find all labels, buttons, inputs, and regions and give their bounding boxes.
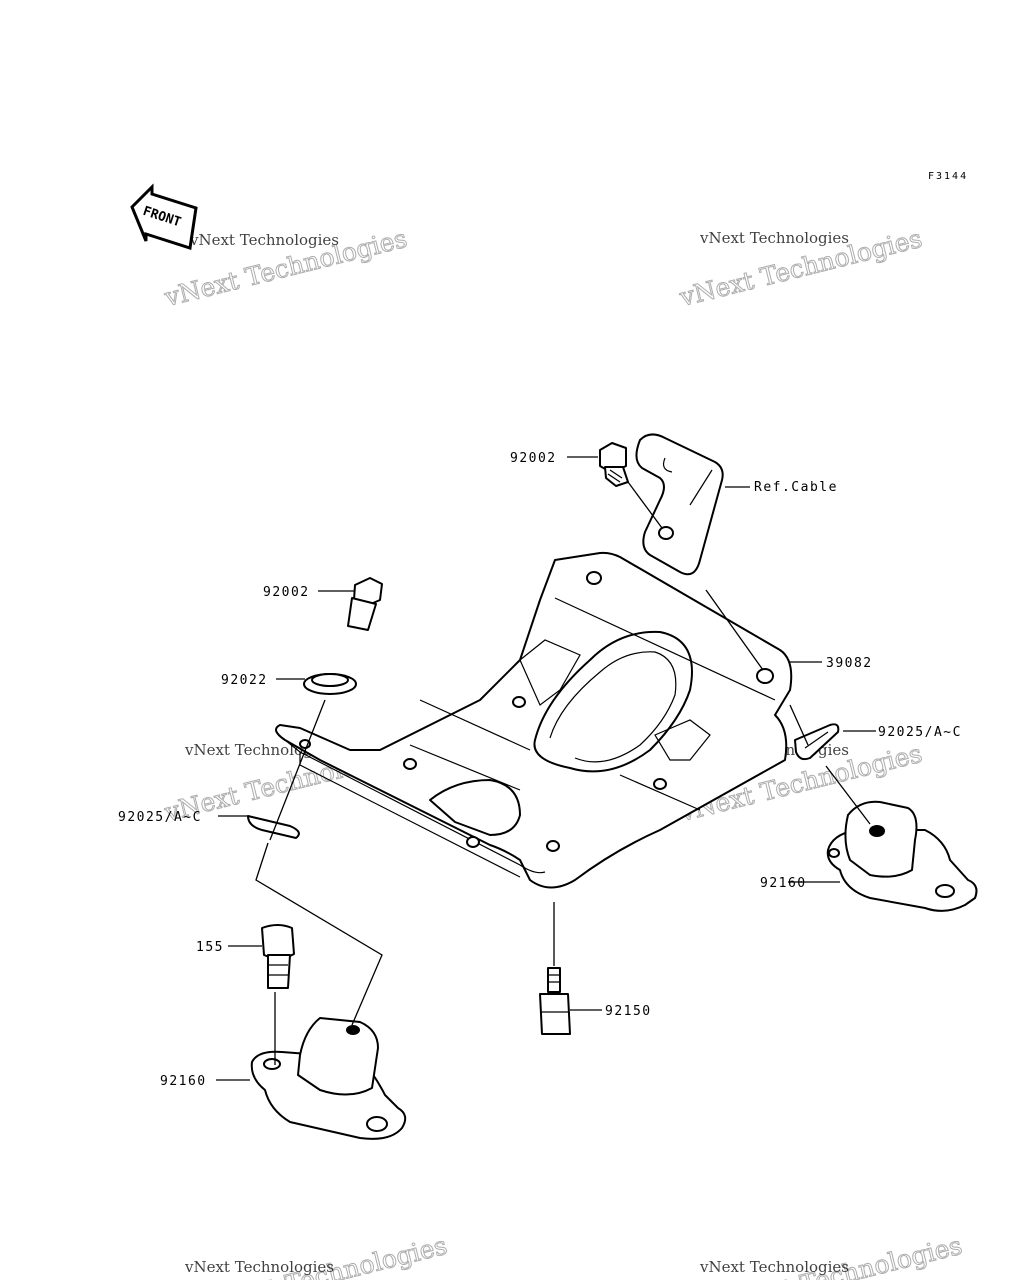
figure-code: F3144 bbox=[928, 171, 968, 182]
watermark-bottom-left: vNext Technologies vNext Technologies bbox=[184, 1230, 450, 1280]
cable-bracket bbox=[635, 433, 724, 576]
label-92150: 92150 bbox=[605, 1004, 652, 1019]
label-155: 155 bbox=[196, 940, 224, 955]
front-arrow-icon: FRONT bbox=[130, 183, 198, 250]
svg-text:vNext Technologies: vNext Technologies bbox=[189, 231, 339, 249]
mount-92160-right bbox=[826, 800, 978, 912]
watermark-top-right: vNext Technologies vNext Technologies bbox=[675, 223, 925, 312]
label-92025-right: 92025/A~C bbox=[878, 725, 962, 740]
watermark-top-left: vNext Technologies vNext Technologies bbox=[160, 223, 410, 312]
label-39082: 39082 bbox=[826, 656, 873, 671]
label-92002-top: 92002 bbox=[510, 451, 557, 466]
bolt-155 bbox=[261, 924, 295, 989]
label-ref-cable: Ref.Cable bbox=[754, 480, 838, 495]
mount-92160-left bbox=[250, 1017, 407, 1140]
bolt-92150 bbox=[539, 967, 571, 1035]
leader-lines bbox=[216, 456, 876, 1081]
svg-text:vNext Technologies: vNext Technologies bbox=[699, 1258, 849, 1276]
label-92025-left: 92025/A~C bbox=[118, 810, 202, 825]
label-92002-left: 92002 bbox=[263, 585, 310, 600]
bolt-92002-top bbox=[599, 442, 629, 487]
label-92022: 92022 bbox=[221, 673, 268, 688]
bracket-39082 bbox=[275, 551, 793, 889]
label-92160-left: 92160 bbox=[160, 1074, 207, 1089]
svg-text:vNext Technologies: vNext Technologies bbox=[699, 229, 849, 247]
bolt-92002-left bbox=[347, 577, 383, 631]
washer-92022 bbox=[303, 673, 357, 695]
svg-text:vNext Technologies: vNext Technologies bbox=[184, 1258, 334, 1276]
shim-92025-right bbox=[794, 723, 840, 761]
watermark-bottom-right: vNext Technologies vNext Technologies bbox=[699, 1230, 965, 1280]
label-92160-right: 92160 bbox=[760, 876, 807, 891]
shim-92025-left bbox=[247, 815, 300, 839]
